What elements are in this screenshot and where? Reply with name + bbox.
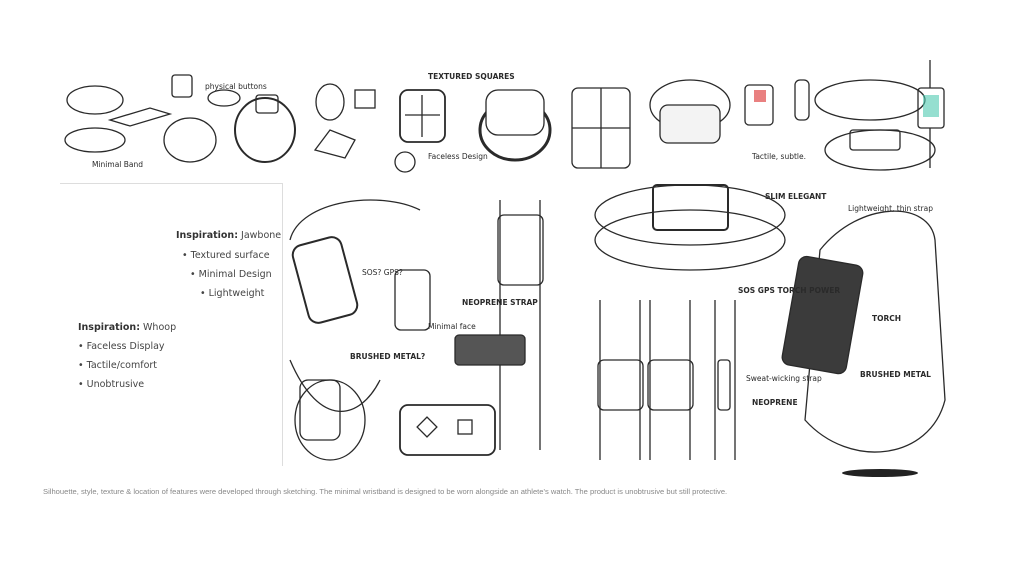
point: Lightweight: [200, 284, 272, 303]
annotation-textured-squares: TEXTURED SQUARES: [428, 72, 515, 81]
jawbone-points: Textured surface Minimal Design Lightwei…: [182, 246, 272, 303]
annotation-sos-gps: SOS? GPS?: [362, 268, 403, 277]
annotation-torch: TORCH: [872, 314, 902, 323]
inspiration-name: Jawbone: [241, 230, 282, 241]
inspiration-label: Inspiration:: [78, 322, 140, 333]
annotation-faceless-design: Faceless Design: [428, 152, 488, 161]
annotation-brushed-metal: BRUSHED METAL: [860, 370, 931, 379]
annotation-neoprene-strap: NEOPRENE STRAP: [462, 298, 538, 307]
annotation-slim-elegant: SLIM ELEGANT: [765, 192, 827, 201]
point: Textured surface: [182, 246, 272, 265]
annotation-minimal-band: Minimal Band: [92, 160, 144, 169]
inspiration-whoop: Inspiration: Whoop Faceless Display Tact…: [78, 318, 176, 394]
annotation-brushed-metal-q: BRUSHED METAL?: [350, 352, 426, 361]
point: Minimal Design: [190, 265, 272, 284]
annotation-neoprene: NEOPRENE: [752, 398, 798, 407]
point: Tactile/comfort: [78, 356, 176, 375]
annotation-sos-gps-torch-power: SOS GPS TORCH POWER: [738, 286, 841, 295]
inspiration-jawbone: Inspiration: Jawbone: [176, 226, 281, 245]
annotation-tactile-subtle: Tactile, subtle.: [752, 152, 806, 161]
annotation-physical-buttons: physical buttons: [205, 82, 267, 91]
inspiration-label: Inspiration:: [176, 230, 238, 241]
annotation-minimal-face: Minimal face: [428, 322, 476, 331]
annotation-sweat-wicking-strap: Sweat-wicking strap: [746, 374, 822, 383]
caption: Silhouette, style, texture & location of…: [43, 487, 728, 496]
top-row-sketches: [64, 60, 945, 173]
middle-sketches: [289, 184, 946, 477]
inspiration-panel: [60, 183, 283, 466]
point: Faceless Display: [78, 337, 176, 356]
inspiration-name: Whoop: [143, 322, 177, 333]
point: Unobtrusive: [78, 375, 176, 394]
annotation-lightweight-thin-strap: Lightweight, thin strap: [848, 204, 933, 213]
